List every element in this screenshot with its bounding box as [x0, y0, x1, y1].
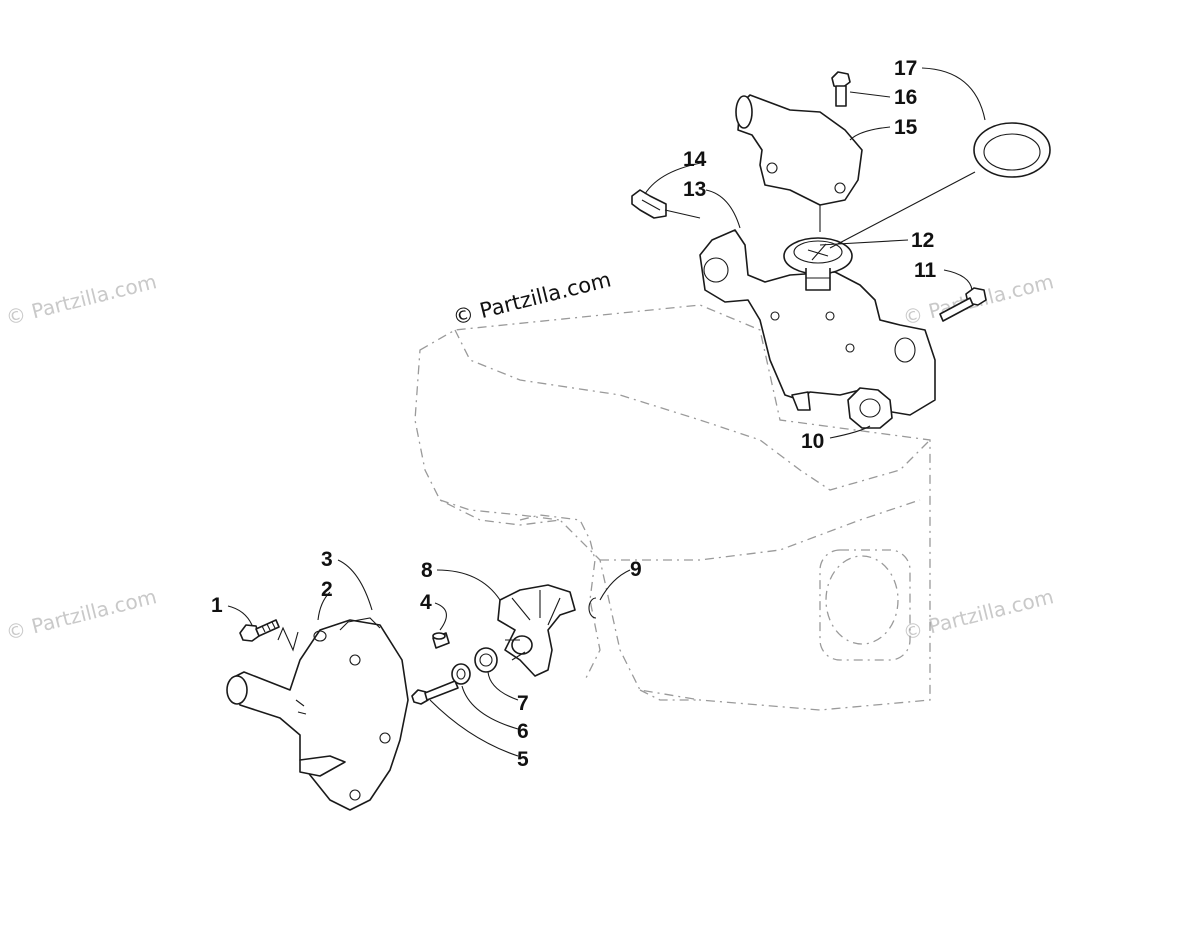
part-15-thermostat-cap [735, 94, 863, 206]
callout-16: 16 [894, 86, 917, 109]
part-16-bolt [831, 71, 851, 107]
part-13-thermostat-housing [699, 229, 936, 416]
callout-12: 12 [911, 229, 934, 252]
watermark-left-lower: © Partzilla.com [3, 584, 159, 645]
callout-5: 5 [517, 748, 529, 771]
callout-6: 6 [517, 720, 529, 743]
callout-11: 11 [914, 259, 937, 282]
callout-13: 13 [683, 178, 706, 201]
callout-8: 8 [421, 559, 433, 582]
part-6-washer [451, 663, 471, 685]
part-5-bolt [411, 680, 459, 705]
part-11-bolt [939, 287, 987, 322]
callout-15: 15 [894, 116, 918, 139]
watermark-right-lower: © Partzilla.com [900, 584, 1056, 645]
callout-17: 17 [894, 57, 917, 80]
part-3-pump-cover [226, 617, 409, 811]
part-14-temp-sensor [631, 189, 667, 219]
watermark-left-upper: © Partzilla.com [3, 269, 159, 330]
part-10-gasket [847, 387, 893, 429]
callout-1: 1 [211, 594, 223, 617]
callout-9: 9 [630, 558, 642, 581]
leader-lines [227, 67, 986, 757]
callout-10: 10 [801, 430, 824, 453]
callout-2: 2 [321, 578, 333, 601]
part-7-seal [474, 647, 498, 673]
callout-7: 7 [517, 692, 529, 715]
engine-block-outline [414, 304, 931, 711]
callout-labels: 1 2 3 4 5 6 7 8 9 10 11 12 13 14 15 16 1… [211, 57, 937, 771]
part-8-impeller [497, 584, 576, 677]
callout-14: 14 [683, 148, 707, 171]
part-4-dowel [432, 632, 450, 649]
part-9-clip [588, 597, 597, 619]
callout-3: 3 [321, 548, 333, 571]
part-12-thermostat [783, 237, 853, 291]
part-1-bolt [239, 619, 280, 642]
callout-4: 4 [420, 591, 432, 614]
part-17-o-ring [973, 122, 1051, 178]
watermark-main: © Partzilla.com [450, 267, 613, 329]
